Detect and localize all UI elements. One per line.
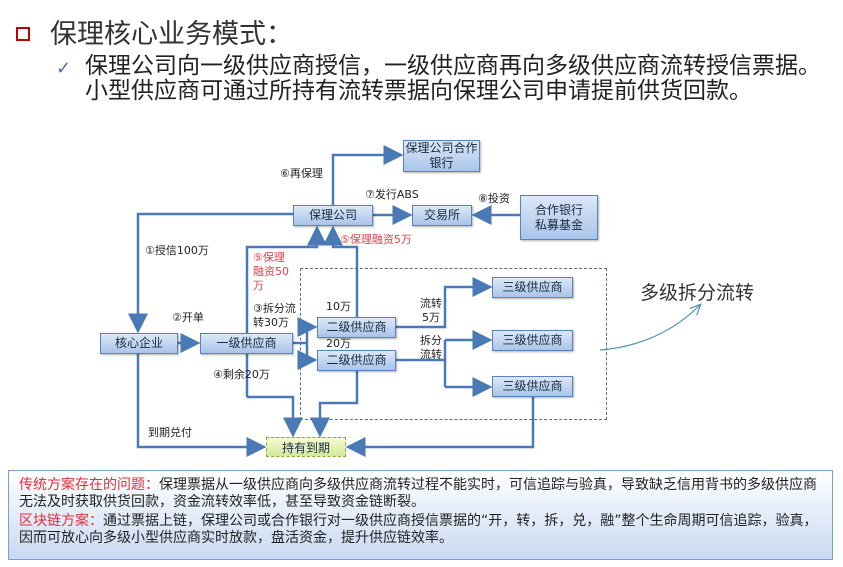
- problem-text: 保理票据从一级供应商向多级供应商流转过程不能实时，可信追踪与验真，导致缺乏信用背…: [19, 477, 817, 510]
- node-partner-bank: 保理公司合作银行: [403, 140, 480, 172]
- arrow-due: [136, 354, 267, 457]
- label-due-payment: 到期兑付: [148, 426, 192, 439]
- label-flow-5: 流转5万: [420, 297, 442, 324]
- arrow-finance5: [323, 225, 359, 317]
- node-tier1-supplier: 一级供应商: [200, 333, 293, 354]
- label-10w: 10万: [326, 300, 351, 313]
- arrow-remain: [247, 395, 303, 438]
- arrow-credit: [128, 212, 293, 334]
- explanation-box: 传统方案存在的问题：保理票据从一级供应商向多级供应商流转过程不能实时，可信追踪与…: [8, 470, 833, 560]
- label-issue-bill: ②开单: [172, 311, 204, 324]
- label-issue-abs: ⑦发行ABS: [365, 188, 419, 201]
- label-finance-5: ⑤保理融资5万: [340, 233, 412, 246]
- node-private-fund: 合作银行私募基金: [520, 195, 598, 240]
- arrow-tier2-hold: [310, 371, 359, 438]
- arrow-refactor: [331, 145, 404, 205]
- arrow-finance50: [245, 225, 327, 397]
- slide-title: 保理核心业务模式：: [50, 19, 293, 50]
- multi-tier-flow-label: 多级拆分流转: [640, 282, 755, 304]
- node-tier3-supplier-b: 三级供应商: [492, 330, 573, 351]
- label-refactor: ⑥再保理: [280, 167, 323, 180]
- label-split-30: ③拆分流转30万: [253, 302, 296, 329]
- arrow-tier3-hold: [345, 397, 535, 457]
- arrow-flow5: [396, 277, 493, 329]
- slide-subtitle: 保理公司向一级供应商授信，一级供应商再向多级供应商流转授信票据。小型供应商可通过…: [85, 53, 821, 104]
- node-tier3-supplier-a: 三级供应商: [492, 277, 573, 298]
- node-tier2-supplier-a: 二级供应商: [317, 317, 396, 338]
- solution-text: 通过票据上链，保理公司或合作银行对一级供应商授信票据的“开，转，拆，兑，融”整个…: [19, 513, 818, 546]
- problem-heading: 传统方案存在的问题：: [19, 477, 159, 493]
- node-tier3-supplier-c: 三级供应商: [492, 376, 573, 397]
- checkmark-bullet-icon: ✓: [56, 58, 72, 79]
- node-factoring-company: 保理公司: [293, 205, 373, 226]
- label-20w: 20万: [326, 337, 351, 350]
- label-finance-50: ⑤保理融资50万: [253, 251, 289, 292]
- node-hold-to-maturity: 持有到期: [266, 437, 346, 457]
- label-invest: ⑧投资: [478, 192, 510, 205]
- node-tier2-supplier-b: 二级供应商: [317, 350, 396, 371]
- multi-flow-curve: [599, 305, 700, 351]
- label-credit: ①授信100万: [145, 244, 209, 257]
- bullet-square-icon: [16, 27, 30, 41]
- node-core-enterprise: 核心企业: [100, 333, 178, 354]
- label-remain-20: ④剩余20万: [213, 368, 270, 381]
- label-split-flow: 拆分流转: [420, 334, 442, 361]
- solution-heading: 区块链方案：: [19, 513, 103, 529]
- node-exchange: 交易所: [412, 205, 472, 226]
